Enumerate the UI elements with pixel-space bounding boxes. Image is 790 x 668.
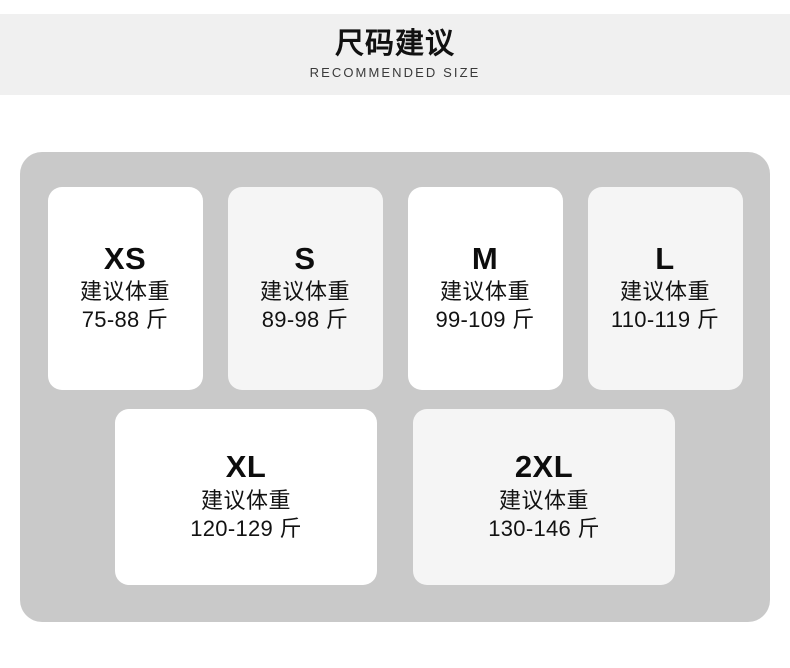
page-header-band: 尺码建议 RECOMMENDED SIZE (0, 14, 790, 95)
size-label: XS (103, 240, 147, 276)
weight-caption: 建议体重 (79, 279, 170, 305)
weight-range: 130-146 斤 (488, 515, 600, 541)
page-subtitle: RECOMMENDED SIZE (309, 64, 481, 80)
size-card-xs[interactable]: XS 建议体重 75-88 斤 (47, 187, 203, 390)
weight-caption: 建议体重 (259, 279, 350, 305)
page-title: 尺码建议 (334, 27, 455, 60)
size-card-m[interactable]: M 建议体重 99-109 斤 (407, 187, 563, 390)
weight-range: 110-119 斤 (610, 307, 720, 333)
weight-range: 89-98 斤 (261, 307, 349, 333)
size-label: S (294, 240, 316, 276)
size-card-2xl[interactable]: 2XL 建议体重 130-146 斤 (413, 409, 675, 585)
weight-caption: 建议体重 (439, 279, 530, 305)
weight-caption: 建议体重 (200, 487, 291, 513)
weight-range: 99-109 斤 (435, 307, 535, 333)
weight-caption: 建议体重 (619, 279, 710, 305)
size-label: XL (225, 449, 267, 485)
size-card-xl[interactable]: XL 建议体重 120-129 斤 (115, 409, 377, 585)
weight-range: 75-88 斤 (81, 307, 169, 333)
size-card-l[interactable]: L 建议体重 110-119 斤 (587, 187, 743, 390)
weight-range: 120-129 斤 (190, 515, 302, 541)
size-row-top: XS 建议体重 75-88 斤 S 建议体重 89-98 斤 M 建议体重 99… (38, 187, 752, 390)
size-label: M (471, 240, 499, 276)
size-chart-panel: XS 建议体重 75-88 斤 S 建议体重 89-98 斤 M 建议体重 99… (20, 152, 770, 622)
size-label: L (655, 240, 675, 276)
size-row-bottom: XL 建议体重 120-129 斤 2XL 建议体重 130-146 斤 (38, 409, 752, 585)
size-label: 2XL (514, 449, 574, 485)
weight-caption: 建议体重 (498, 487, 589, 513)
size-card-s[interactable]: S 建议体重 89-98 斤 (227, 187, 383, 390)
